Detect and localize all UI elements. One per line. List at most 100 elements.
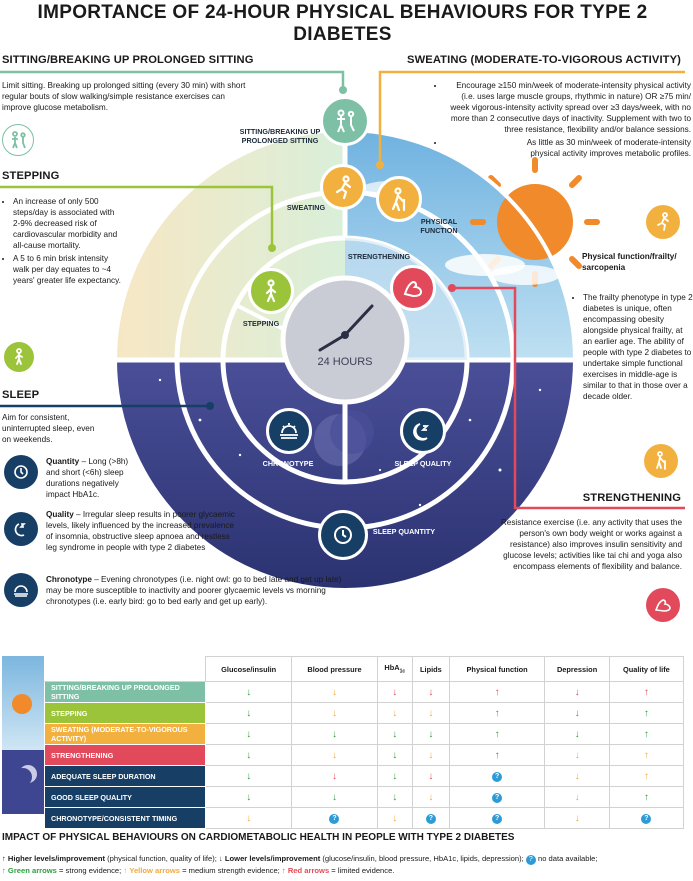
sleep-heading: SLEEP bbox=[2, 389, 40, 401]
wheel-label-chronotype: CHRONOTYPE bbox=[262, 459, 314, 468]
down-arrow-icon: ↓ bbox=[331, 791, 337, 803]
down-arrow-icon: ↓ bbox=[392, 812, 398, 824]
legend-yellow: Yellow arrows bbox=[129, 866, 180, 875]
down-arrow-icon: ↓ bbox=[428, 728, 434, 740]
table-cell: ↓ bbox=[291, 681, 378, 703]
legend-red: Red arrows bbox=[287, 866, 330, 875]
table-side-graphic bbox=[2, 656, 44, 814]
table-corner bbox=[44, 656, 206, 682]
table-cell: ↓ bbox=[376, 723, 413, 745]
table-cell: ↓ bbox=[544, 744, 610, 766]
table-row: SITTING/BREAKING UP PROLONGED SITTING↓↓↓… bbox=[44, 681, 685, 703]
table-header: HbA1c bbox=[376, 656, 413, 682]
table-cell: ? bbox=[448, 765, 546, 787]
strengthening-connector bbox=[452, 286, 685, 510]
no-data-icon: ? bbox=[525, 855, 536, 865]
down-arrow-icon: ↓ bbox=[574, 749, 580, 761]
table-cell: ↓ bbox=[411, 786, 450, 808]
sleep-quality-label: Quality bbox=[46, 510, 74, 519]
table-cell: ↓ bbox=[544, 681, 610, 703]
sleep-quantity-text: Quantity – Long (>8h) and short (<6h) sl… bbox=[46, 456, 136, 500]
table-sun-icon bbox=[12, 694, 32, 714]
table-cell: ↑ bbox=[608, 702, 685, 724]
no-data-icon: ? bbox=[492, 793, 503, 803]
table-cell: ↑ bbox=[608, 723, 685, 745]
table-cell: ? bbox=[448, 807, 546, 829]
table-cell: ↓ bbox=[291, 786, 378, 808]
wheel-label-sleep-quality: SLEEP QUALITY bbox=[394, 459, 452, 468]
sleep-quantity-label: Quantity bbox=[46, 457, 80, 466]
stepping-bullet: An increase of only 500 steps/day is ass… bbox=[13, 196, 121, 251]
table-row-label: SITTING/BREAKING UP PROLONGED SITTING bbox=[44, 681, 206, 703]
table-cell: ? bbox=[291, 807, 378, 829]
down-arrow-icon: ↓ bbox=[246, 812, 252, 824]
table-row: ADEQUATE SLEEP DURATION↓↓↓↓?↓↑ bbox=[44, 765, 685, 787]
no-data-icon: ? bbox=[425, 814, 436, 824]
down-arrow-icon: ↓ bbox=[428, 686, 434, 698]
down-arrow-icon: ↓ bbox=[331, 770, 337, 782]
footer-legend: ↑ Higher levels/improvement (physical fu… bbox=[2, 853, 682, 876]
table-cell: ↓ bbox=[411, 702, 450, 724]
sleep-quality-icon bbox=[4, 512, 38, 546]
table-row-label: CHRONOTYPE/CONSISTENT TIMING bbox=[44, 807, 206, 829]
down-arrow-icon: ↓ bbox=[392, 749, 398, 761]
up-arrow-icon: ↑ bbox=[643, 707, 649, 719]
table-cell: ↓ bbox=[291, 744, 378, 766]
wheel-label-sweating: SWEATING bbox=[286, 203, 326, 212]
table-cell: ↓ bbox=[291, 723, 378, 745]
down-arrow-icon: ↓ bbox=[246, 770, 252, 782]
table-cell: ↓ bbox=[411, 723, 450, 745]
sitting-wheel-icon bbox=[320, 96, 370, 146]
table-row-label: STEPPING bbox=[44, 702, 206, 724]
table-cell: ↓ bbox=[376, 786, 413, 808]
chronotype-wheel-icon bbox=[266, 408, 312, 454]
table-cell: ↓ bbox=[544, 786, 610, 808]
down-arrow-icon: ↓ bbox=[392, 686, 398, 698]
sweating-bullets: Encourage ≥150 min/week of moderate-inte… bbox=[434, 80, 691, 161]
table-cell: ↓ bbox=[376, 807, 413, 829]
table-header: Depression bbox=[544, 656, 610, 682]
up-arrow-icon: ↑ bbox=[643, 749, 649, 761]
table-row-label: SWEATING (MODERATE-TO-VIGOROUS ACTIVITY) bbox=[44, 723, 206, 745]
strengthening-heading: STRENGTHENING bbox=[582, 492, 681, 504]
wheel-label-sitting: SITTING/BREAKING UP PROLONGED SITTING bbox=[239, 127, 321, 145]
up-arrow-icon: ↑ bbox=[494, 707, 500, 719]
stepping-bullet: A 5 to 6 min brisk intensity walk per da… bbox=[13, 253, 121, 286]
physical-function-bullet: The frailty phenotype in type 2 diabetes… bbox=[583, 292, 693, 402]
sleep-quantity-detail: – Long (>8h) and short (<6h) sleep durat… bbox=[46, 457, 129, 499]
sitting-heading: SITTING/BREAKING UP PROLONGED SITTING bbox=[2, 54, 254, 66]
clock-hand-minute bbox=[343, 304, 374, 337]
table-cell: ↓ bbox=[411, 681, 450, 703]
table-header: Quality of life bbox=[608, 656, 685, 682]
down-arrow-icon: ↓ bbox=[331, 707, 337, 719]
red-arrow-icon: ↑ bbox=[281, 866, 286, 875]
down-arrow-icon: ↓ bbox=[428, 770, 434, 782]
table-cell: ↓ bbox=[544, 723, 610, 745]
up-arrow-icon: ↑ bbox=[643, 728, 649, 740]
table-cell: ↓ bbox=[291, 702, 378, 724]
chronotype-icon bbox=[4, 573, 38, 607]
down-arrow-icon: ↓ bbox=[428, 791, 434, 803]
down-arrow-icon: ↓ bbox=[574, 812, 580, 824]
table-cell: ↓ bbox=[204, 681, 293, 703]
sleep-quantity-wheel-icon bbox=[318, 510, 368, 560]
table-cell: ↑ bbox=[448, 702, 546, 724]
clock-hand-hour bbox=[318, 333, 347, 352]
sleep-quality-wheel-icon bbox=[400, 408, 446, 454]
page-title: IMPORTANCE OF 24-HOUR PHYSICAL BEHAVIOUR… bbox=[37, 2, 648, 45]
wheel-label-strengthening: STRENGTHENING bbox=[347, 252, 411, 261]
table-cell: ↓ bbox=[376, 702, 413, 724]
physical-function-wheel-icon bbox=[376, 176, 422, 222]
legend-lower: Lower levels/improvement bbox=[224, 854, 321, 863]
down-arrow-icon: ↓ bbox=[574, 770, 580, 782]
table-header: Glucose/insulin bbox=[204, 656, 293, 682]
down-arrow-icon: ↓ bbox=[331, 749, 337, 761]
up-arrow-icon: ↑ bbox=[643, 791, 649, 803]
table-row: STEPPING↓↓↓↓↑↓↑ bbox=[44, 702, 685, 724]
down-arrow-icon: ↓ bbox=[392, 791, 398, 803]
down-arrow-icon: ↓ bbox=[246, 749, 252, 761]
physical-function-bullets: The frailty phenotype in type 2 diabetes… bbox=[572, 292, 693, 404]
stepping-heading: STEPPING bbox=[2, 170, 60, 182]
impact-table: Glucose/insulin Blood pressure HbA1c Lip… bbox=[44, 656, 685, 829]
table-cell: ↓ bbox=[204, 702, 293, 724]
